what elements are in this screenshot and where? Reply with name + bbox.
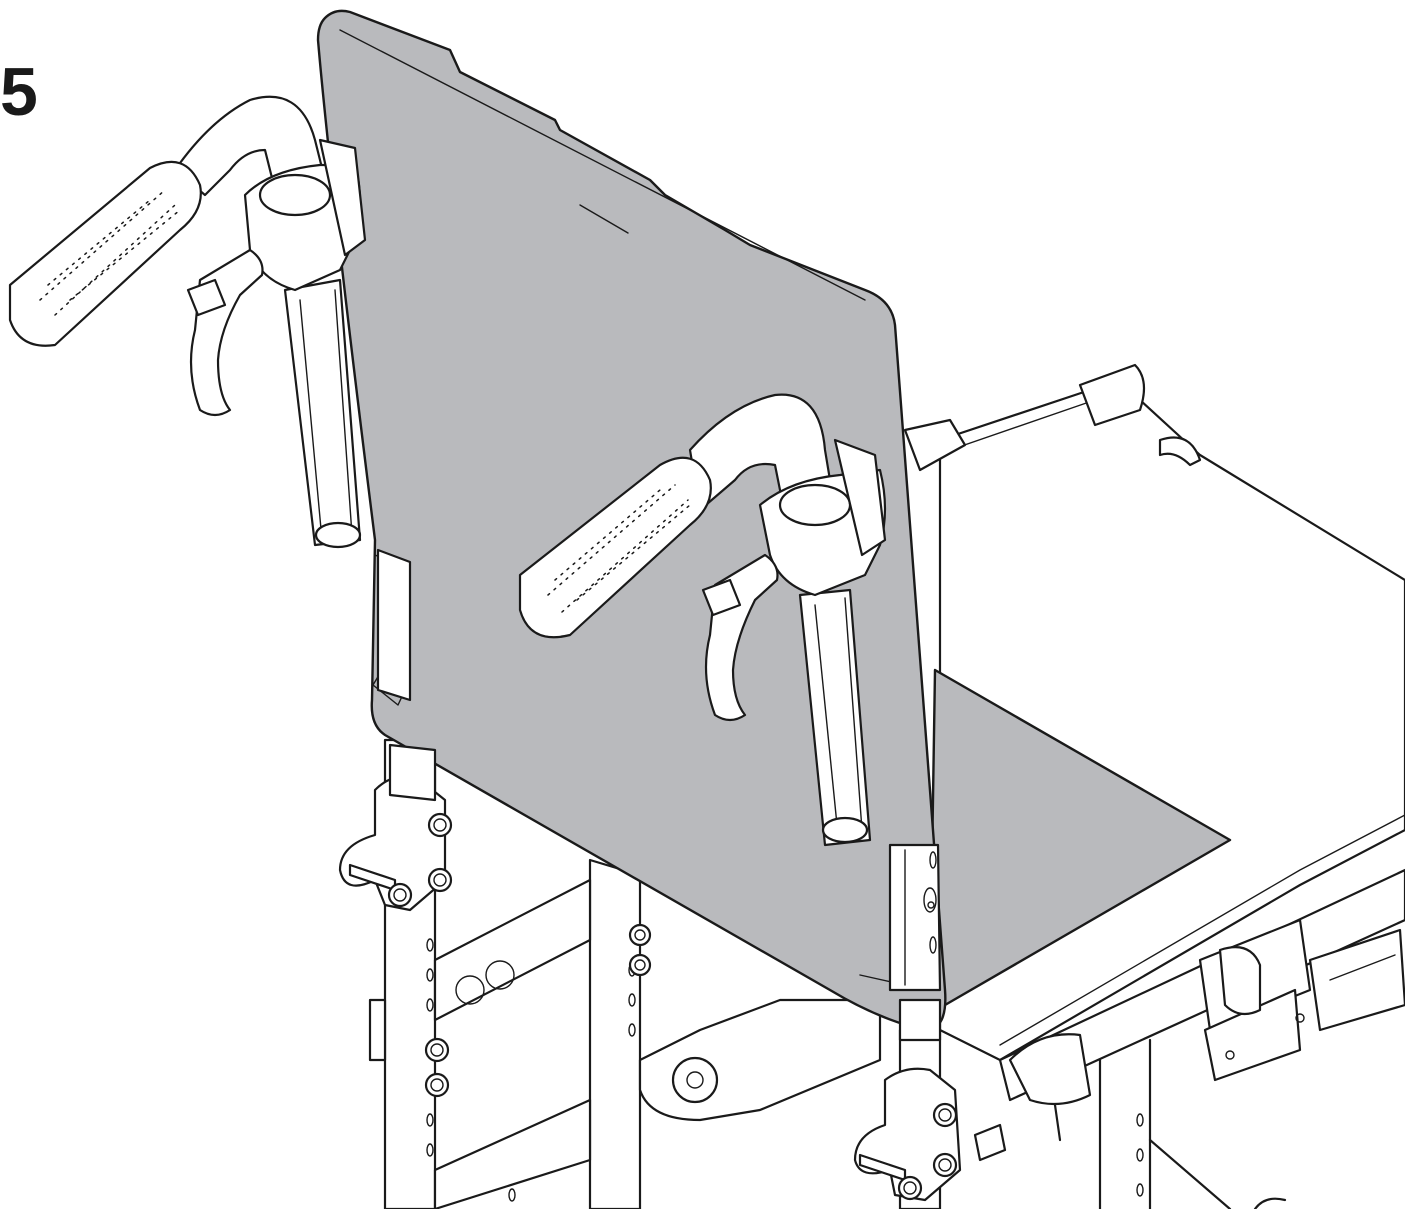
lower-center-hinge: [638, 946, 1262, 1122]
left-push-handle: [8, 95, 367, 417]
seat-rail-tube: [903, 363, 1202, 472]
backrest-sleeves: [376, 548, 942, 1042]
left-lower-bracket: [338, 775, 652, 1098]
left-handle-tube: [283, 278, 362, 549]
step-number: 5: [0, 54, 38, 130]
right-push-handle: [518, 393, 887, 847]
lower-frame-right: [998, 868, 1405, 1209]
